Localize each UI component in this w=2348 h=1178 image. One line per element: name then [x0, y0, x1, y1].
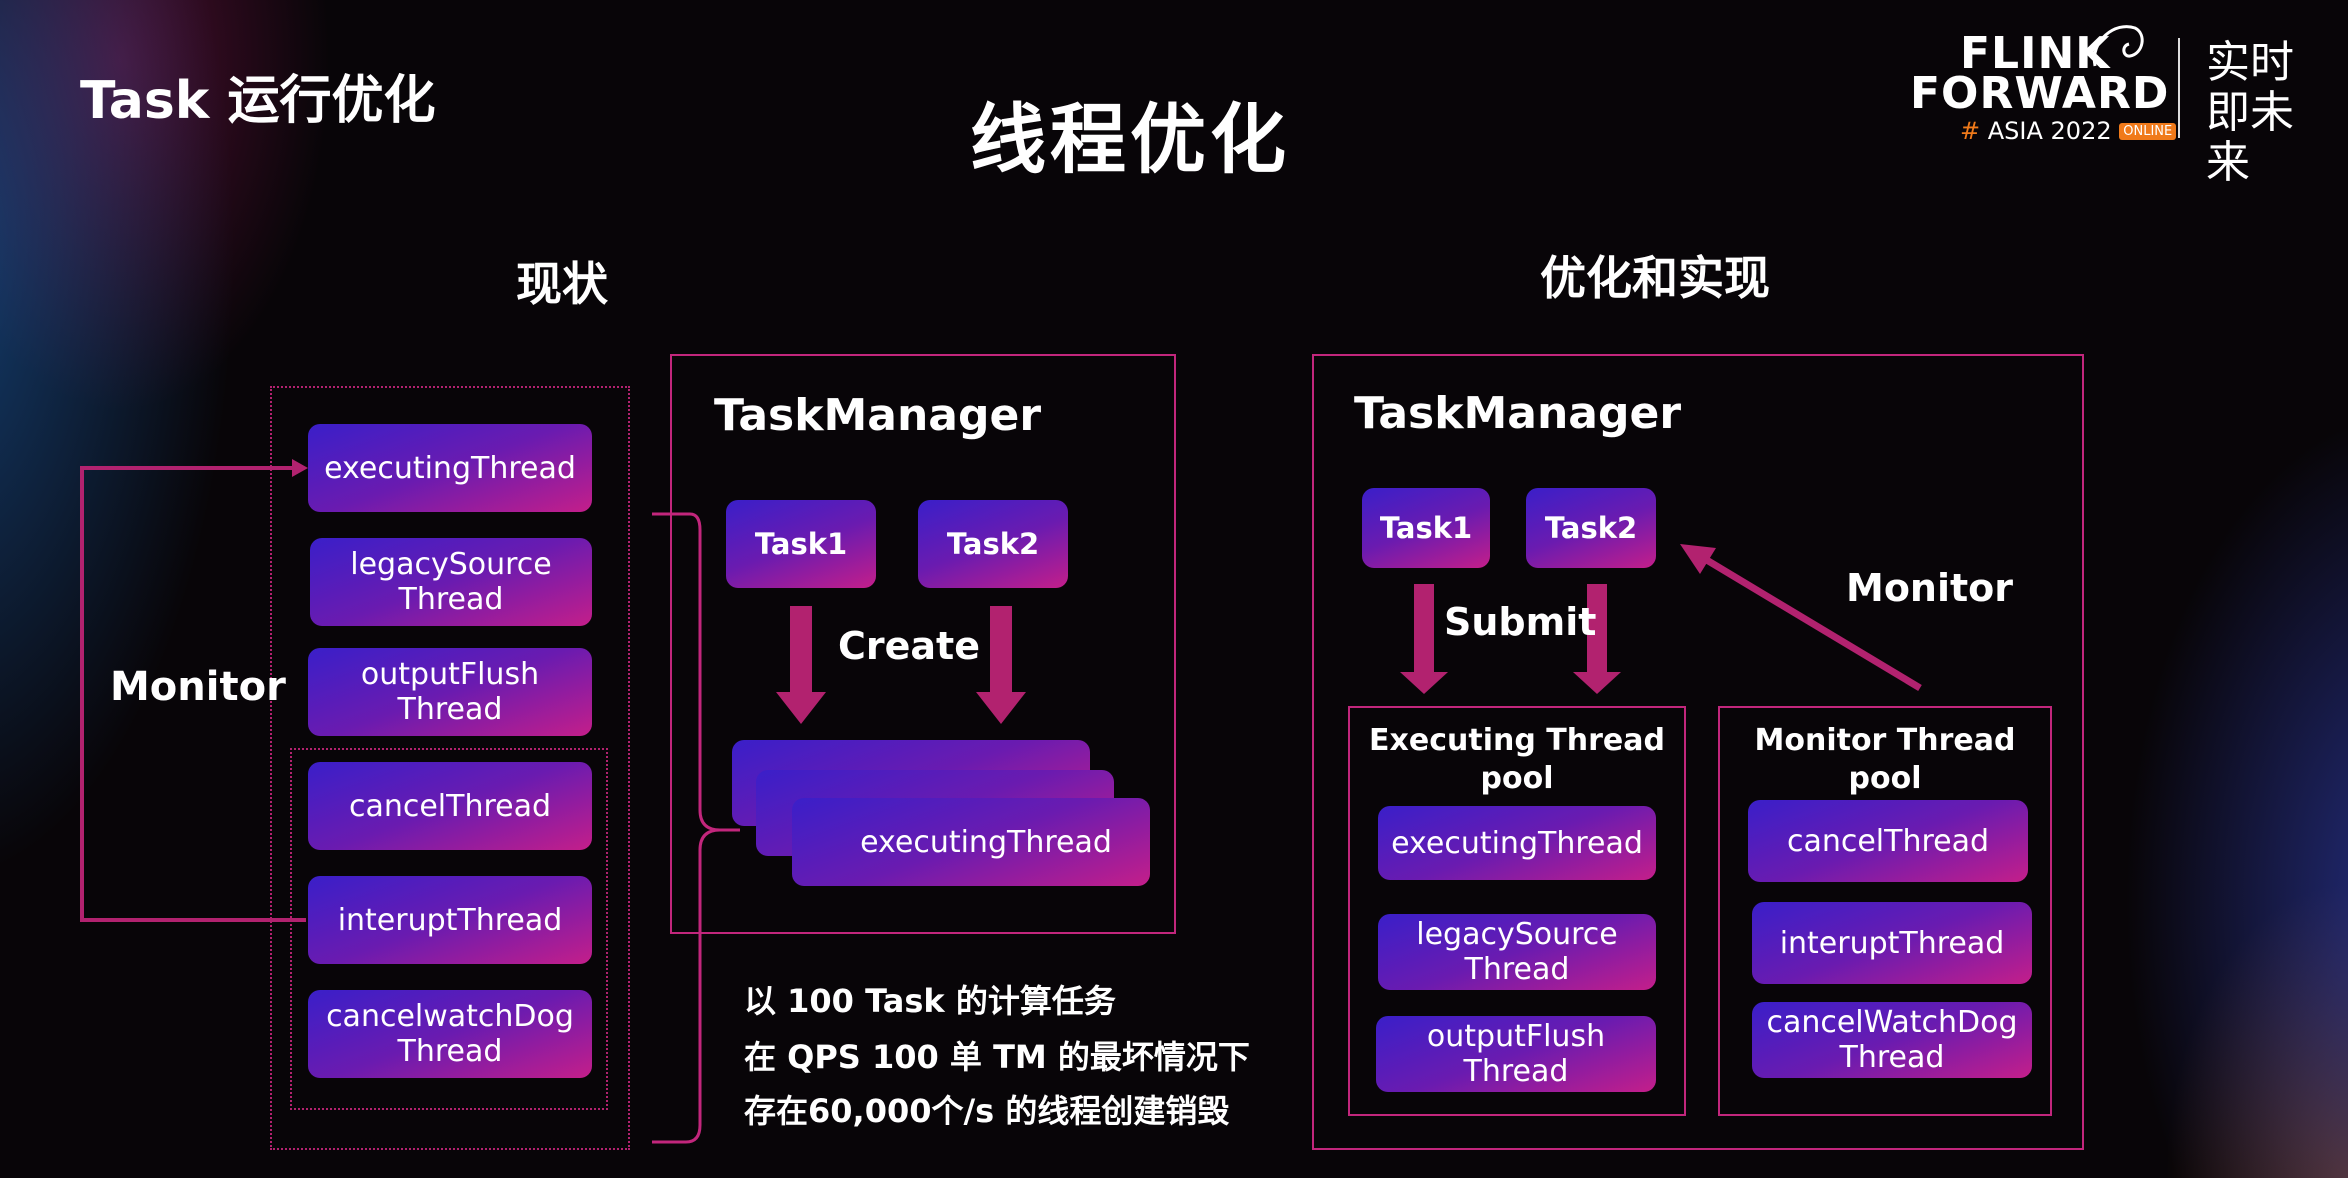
- page-title: 线程优化: [970, 95, 1290, 184]
- right-monitor-label: Monitor: [1846, 566, 2014, 610]
- left-taskmanager-title: TaskManager: [714, 390, 1042, 441]
- monitor-thread-pool-box: [1718, 706, 2052, 1116]
- logo-side-text: 实时即未来: [2206, 37, 2294, 188]
- pool-thread-executing: executingThread: [1378, 806, 1656, 880]
- pool-thread-cancel: cancelThread: [1748, 800, 2028, 882]
- right-task2: Task2: [1526, 488, 1656, 568]
- logo-line-forward: FORWARD: [1910, 68, 2170, 119]
- left-create-label: Create: [838, 624, 980, 668]
- left-thread-stack-front: executingThread: [792, 798, 1150, 886]
- thread-group-inner: [290, 748, 608, 1110]
- flink-forward-logo: FLINK FORWARD # ASIA 2022 ONLINE: [1905, 22, 2177, 152]
- logo-online-badge: ONLINE: [2119, 123, 2177, 140]
- right-taskmanager-box: [1312, 354, 2084, 1150]
- left-task2: Task2: [918, 500, 1068, 588]
- pool-thread-interupt: interuptThread: [1752, 902, 2032, 984]
- left-taskmanager-box: [670, 354, 1176, 934]
- left-monitor-label: Monitor: [110, 664, 286, 710]
- note-line-2: 在 QPS 100 单 TM 的最坏情况下: [744, 1038, 1250, 1076]
- left-thread-cancel: cancelThread: [308, 762, 592, 850]
- logo-divider: [2178, 38, 2180, 138]
- logo-hash: #: [1960, 117, 1981, 145]
- squirrel-icon: [2092, 25, 2144, 67]
- right-task1: Task1: [1362, 488, 1490, 568]
- monitor-pool-title: Monitor Thread pool: [1754, 723, 2016, 796]
- left-thread-executing: executingThread: [308, 424, 592, 512]
- left-thread-legacysource: legacySource Thread: [310, 538, 592, 626]
- pool-thread-cancelwatchdog: cancelWatchDog Thread: [1752, 1002, 2032, 1078]
- left-thread-outputflush: outputFlush Thread: [308, 648, 592, 736]
- right-heading: 优化和实现: [1540, 251, 1770, 305]
- left-thread-interupt: interuptThread: [308, 876, 592, 964]
- pool-thread-legacysource: legacySource Thread: [1378, 914, 1656, 990]
- note-line-3: 存在60,000个/s 的线程创建销毁: [744, 1092, 1230, 1130]
- left-thread-cancelwatchdog: cancelwatchDog Thread: [308, 990, 592, 1078]
- logo-asia-2022: ASIA 2022: [1987, 117, 2112, 145]
- executing-pool-title: Executing Thread pool: [1369, 723, 1665, 796]
- logo-line-flink: FLINK: [1960, 28, 2111, 79]
- left-task1: Task1: [726, 500, 876, 588]
- thread-group-outer: [270, 386, 630, 1150]
- pool-thread-outputflush: outputFlush Thread: [1376, 1016, 1656, 1092]
- section-title: Task 运行优化: [80, 71, 436, 131]
- right-taskmanager-title: TaskManager: [1354, 388, 1682, 439]
- right-submit-label: Submit: [1444, 600, 1597, 644]
- note-line-1: 以 100 Task 的计算任务: [744, 982, 1116, 1020]
- left-heading: 现状: [516, 257, 608, 311]
- executing-thread-pool-box: [1348, 706, 1686, 1116]
